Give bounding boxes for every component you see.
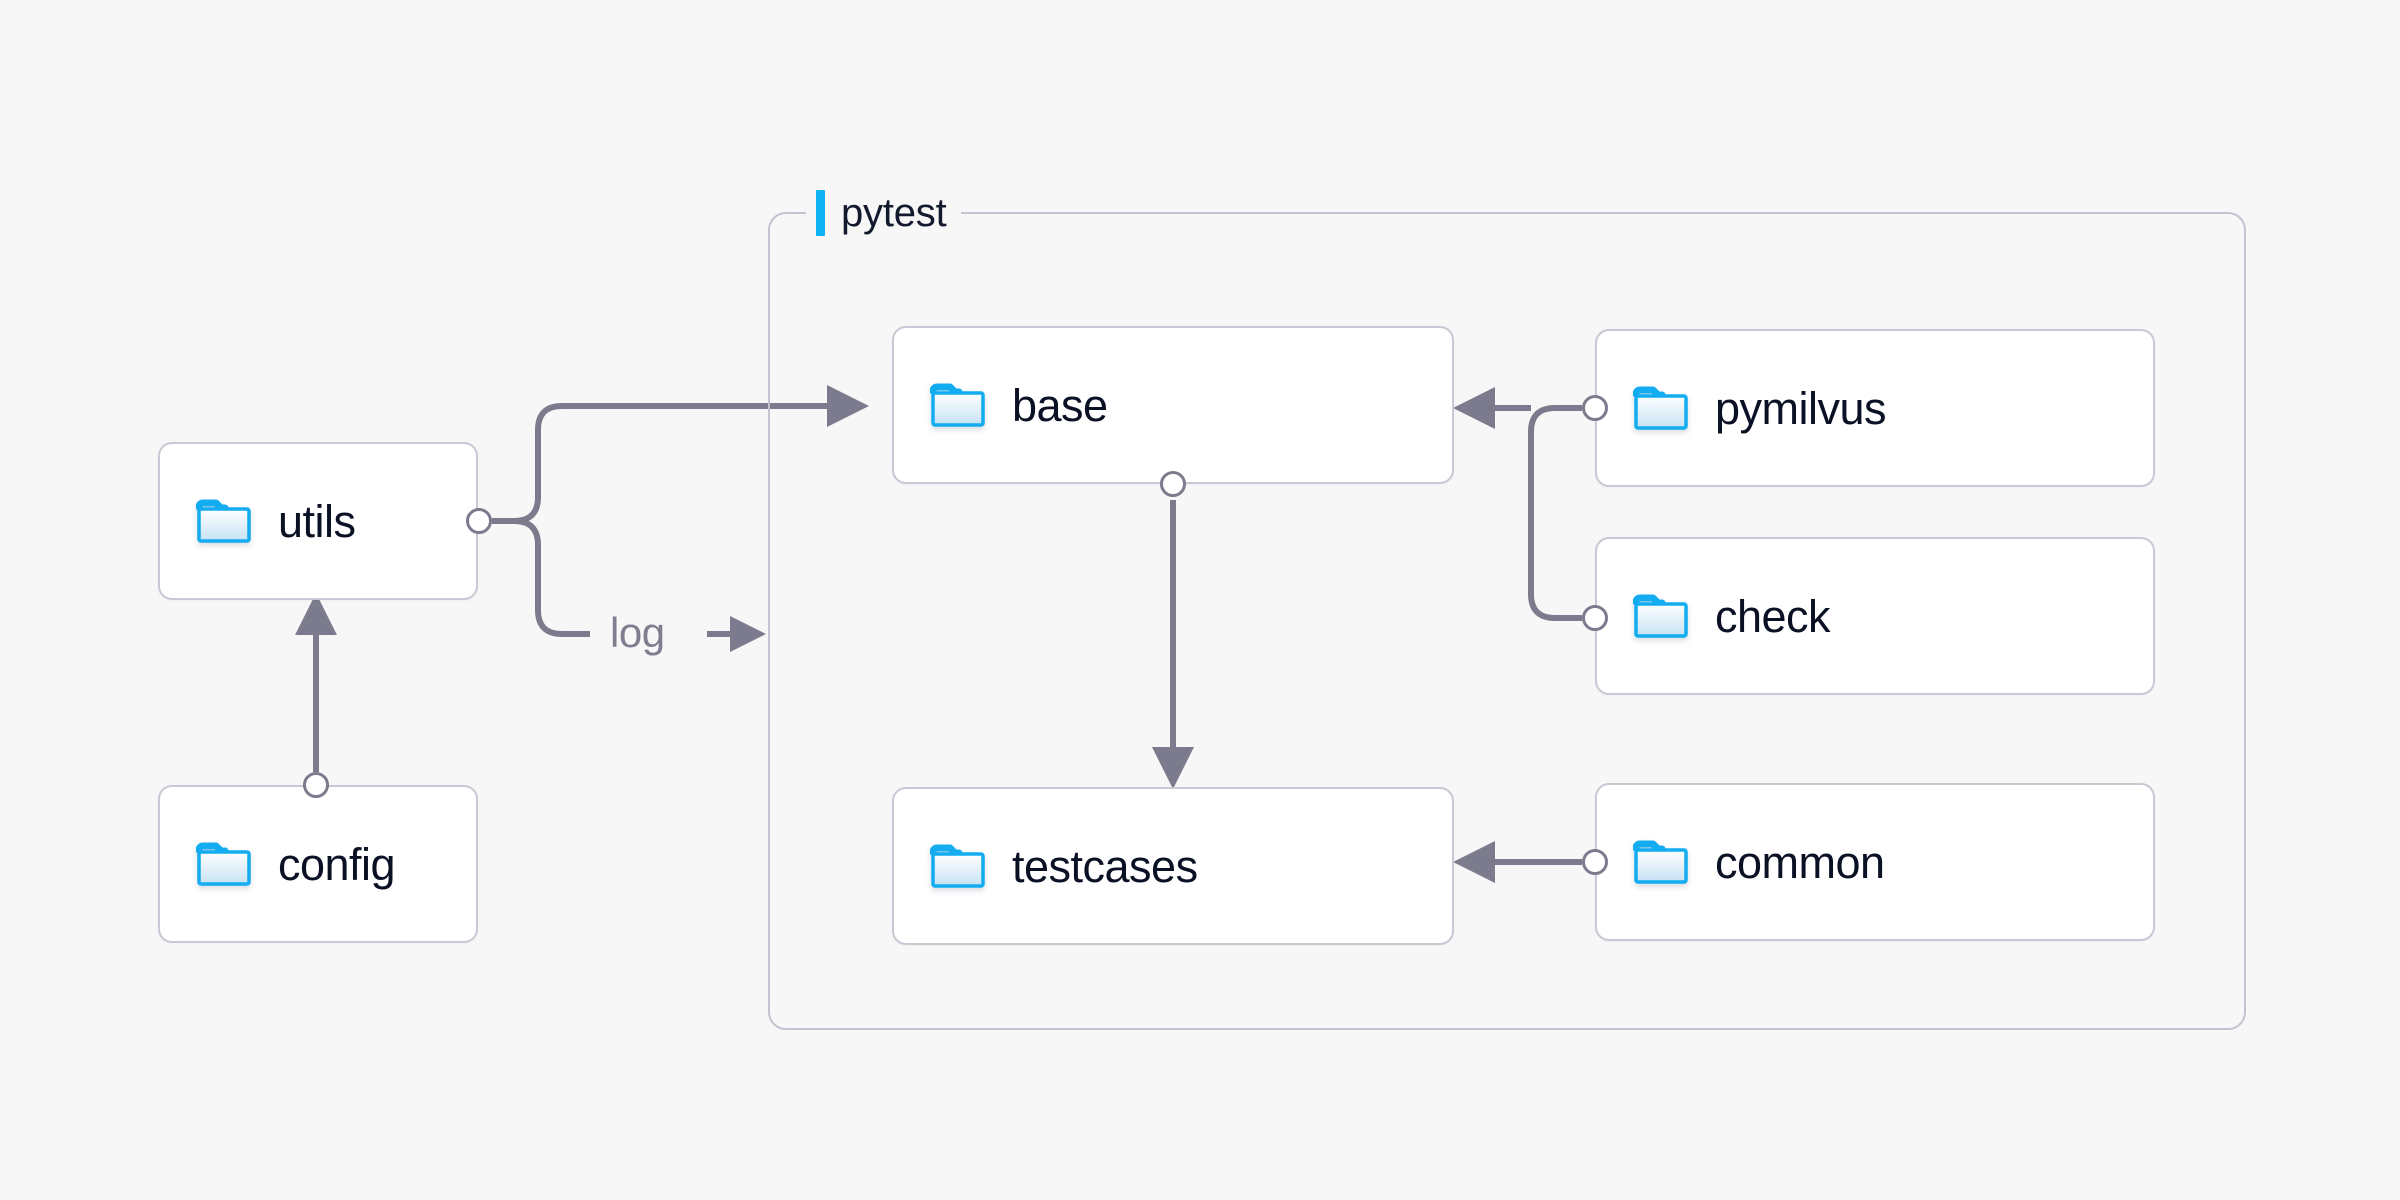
node-pymilvus[interactable]: pymilvus (1595, 329, 2155, 487)
node-base[interactable]: base (892, 326, 1454, 484)
group-pytest[interactable] (768, 212, 2246, 1030)
node-config-label: config (278, 838, 396, 890)
port-base-bottom[interactable] (1160, 471, 1186, 497)
folder-icon (1633, 594, 1688, 638)
node-pymilvus-label: pymilvus (1715, 382, 1887, 434)
port-pymilvus-left[interactable] (1582, 395, 1608, 421)
node-testcases-label: testcases (1012, 840, 1198, 892)
node-check[interactable]: check (1595, 537, 2155, 695)
edge-utils-log (513, 518, 590, 637)
folder-icon (930, 844, 985, 888)
folder-icon (930, 383, 985, 427)
folder-icon (1633, 386, 1688, 430)
port-check-left[interactable] (1582, 605, 1608, 631)
folder-icon (196, 842, 251, 886)
node-testcases[interactable]: testcases (892, 787, 1454, 945)
port-utils-right[interactable] (466, 508, 492, 534)
port-common-left[interactable] (1582, 849, 1608, 875)
group-pytest-label-text: pytest (841, 190, 947, 235)
group-pytest-label: pytest (806, 186, 961, 240)
node-utils-label: utils (278, 495, 356, 547)
node-common[interactable]: common (1595, 783, 2155, 941)
port-config-top[interactable] (303, 772, 329, 798)
folder-icon (196, 499, 251, 543)
node-base-label: base (1012, 379, 1108, 431)
edge-label-log: log (602, 612, 673, 654)
node-config[interactable]: config (158, 785, 478, 943)
node-utils[interactable]: utils (158, 442, 478, 600)
folder-icon (1633, 840, 1688, 884)
node-common-label: common (1715, 836, 1885, 888)
node-check-label: check (1715, 590, 1831, 642)
group-accent-bar (816, 190, 825, 236)
